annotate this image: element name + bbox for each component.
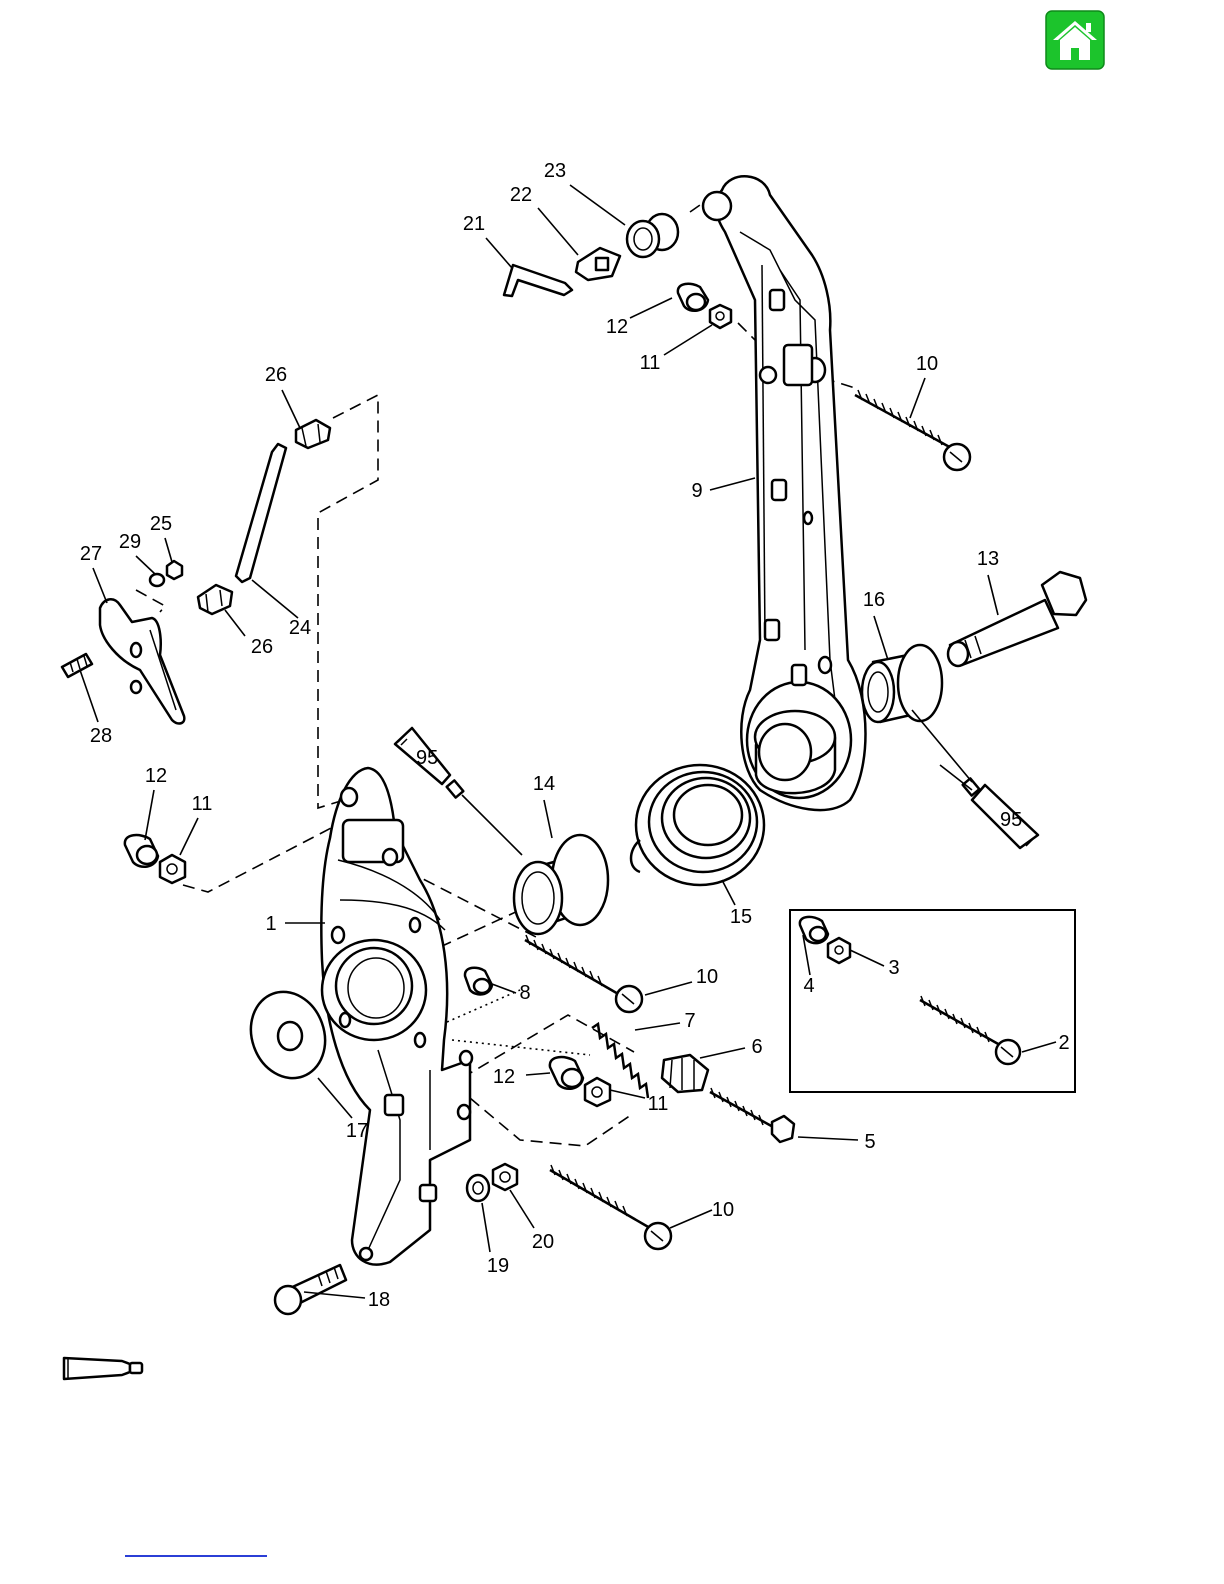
callout-c22: 22: [510, 184, 532, 206]
callout-c2: 2: [1058, 1032, 1069, 1054]
part-6-adjuster: [662, 1055, 708, 1092]
part-25-nut: [167, 561, 182, 579]
part-5-screw: [710, 1088, 794, 1142]
callout-c12a: 12: [606, 316, 628, 338]
part-18-screw: [275, 1265, 346, 1314]
part-22-clip: [576, 248, 620, 280]
callout-c16: 16: [863, 589, 885, 611]
part-1-bracket: [321, 768, 472, 1265]
callout-c13: 13: [977, 548, 999, 570]
callout-c1: 1: [265, 913, 276, 935]
part-8-cap: [465, 968, 492, 995]
callout-c6: 6: [751, 1036, 762, 1058]
callout-c14: 14: [533, 773, 555, 795]
dashed-guides: [136, 205, 855, 1146]
part-10-bottom-screw: [550, 1165, 671, 1249]
callout-c21: 21: [463, 213, 485, 235]
callout-c19: 19: [487, 1255, 509, 1277]
callout-c27: 27: [80, 543, 102, 565]
callout-c7: 7: [684, 1010, 695, 1032]
callout-c18: 18: [368, 1289, 390, 1311]
part-28-screw: [62, 654, 92, 677]
part-11-left-nut: [160, 855, 185, 883]
callout-c17: 17: [346, 1120, 368, 1142]
callout-c5: 5: [864, 1131, 875, 1153]
part-21-rod: [504, 265, 572, 296]
part-9-link-arm: [703, 176, 866, 810]
part-27-lever: [100, 599, 184, 723]
callout-c10a: 10: [916, 353, 938, 375]
part-14-bushing: [514, 835, 608, 934]
callout-c4: 4: [803, 975, 814, 997]
part-10-top-screw: [855, 390, 970, 470]
callout-c12c: 12: [493, 1066, 515, 1088]
part-20-nut: [493, 1164, 517, 1190]
callout-c12b: 12: [145, 765, 167, 787]
callout-c9: 9: [691, 480, 702, 502]
part-12-middle-cap: [550, 1057, 583, 1089]
callout-c10b: 10: [696, 966, 718, 988]
part-16-flanged-bushing: [862, 645, 942, 722]
part-26-top-clip: [296, 420, 330, 448]
lubricant-tube-icon: 95: [963, 778, 1038, 848]
part-15-coil-spring: [631, 765, 764, 885]
footer-link[interactable]: [125, 1555, 267, 1557]
leader-lines: [80, 185, 1056, 1298]
callout-c26b: 26: [251, 636, 273, 658]
callout-c11a: 11: [640, 352, 661, 374]
callout-c28: 28: [90, 725, 112, 747]
part-12-top-cap: [678, 284, 708, 311]
callout-c29: 29: [119, 531, 141, 553]
part-13-bolt: [948, 572, 1086, 666]
part-10-middle-screw: [525, 935, 642, 1012]
callout-c3: 3: [888, 957, 899, 979]
callout-c10c: 10: [712, 1199, 734, 1221]
lube-code-top-label: 95: [416, 747, 438, 769]
part-26-bottom-clip: [198, 585, 232, 614]
lubricant-tube-icon: [64, 1358, 142, 1379]
lube-code-right-label: 95: [1000, 809, 1022, 831]
callout-c11b: 11: [192, 793, 213, 815]
part-29-washer: [150, 574, 164, 586]
callout-c11c: 11: [648, 1093, 669, 1115]
callout-c24: 24: [289, 617, 311, 639]
part-2-screw: [920, 996, 1020, 1064]
part-19-washer: [467, 1175, 489, 1201]
callout-c25: 25: [150, 513, 172, 535]
part-3-nut: [828, 938, 850, 963]
callout-c15: 15: [730, 906, 752, 928]
callout-c20: 20: [532, 1231, 554, 1253]
inset-box: [790, 910, 1075, 1092]
part-11-middle-nut: [585, 1078, 610, 1106]
callout-c8: 8: [519, 982, 530, 1004]
callout-c23: 23: [544, 160, 566, 182]
part-11-top-nut: [710, 305, 731, 328]
part-24-rod: [236, 444, 286, 582]
part-12-left-cap: [125, 835, 158, 867]
callout-c26a: 26: [265, 364, 287, 386]
lubricant-tube-icon: 95: [395, 728, 463, 798]
part-23-bushing: [627, 214, 678, 257]
